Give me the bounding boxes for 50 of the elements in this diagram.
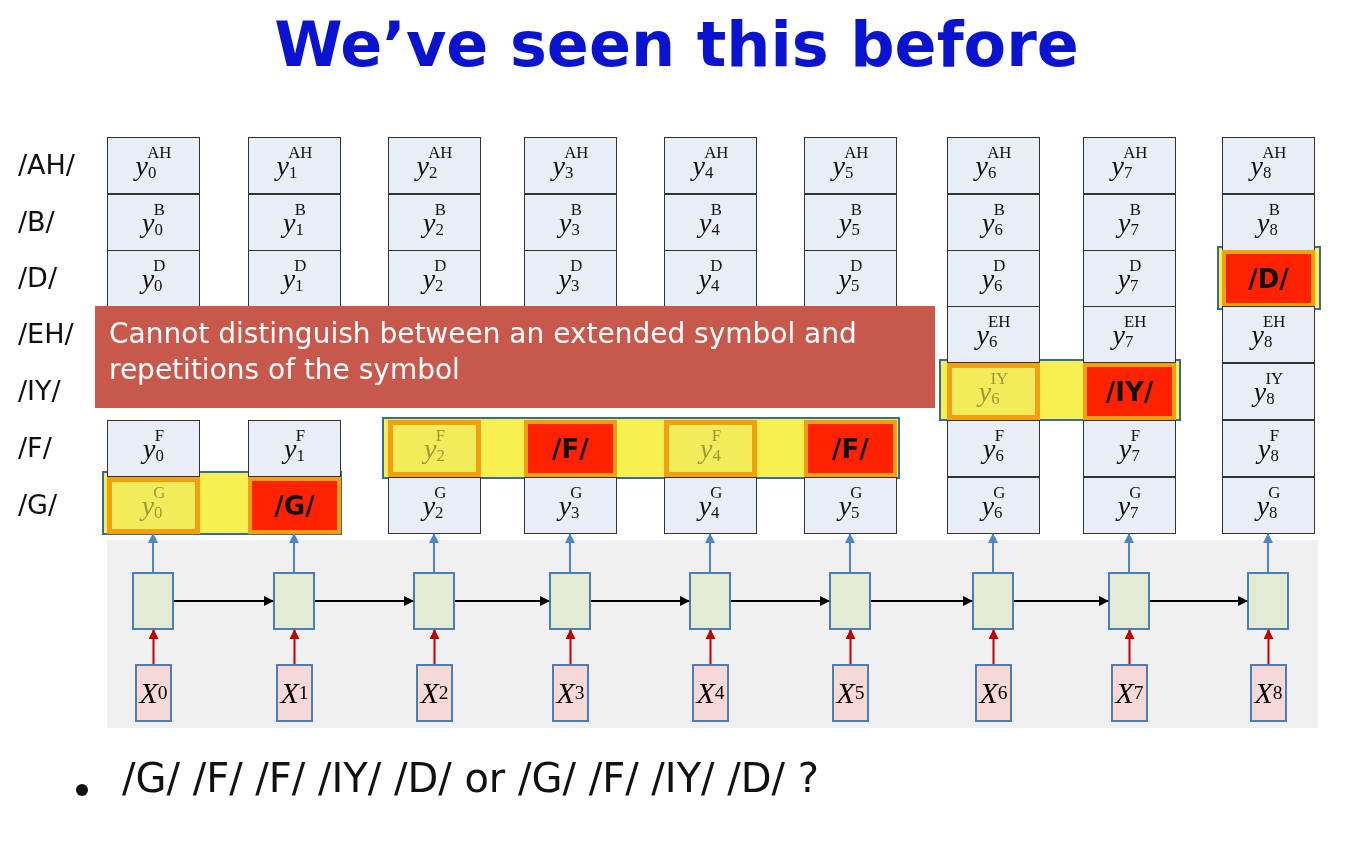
row-label: /IY/ bbox=[18, 375, 61, 406]
arrow bbox=[148, 629, 159, 665]
arrow bbox=[1124, 629, 1135, 665]
arrow bbox=[988, 629, 999, 665]
selected-symbol-cell: /F/ bbox=[804, 420, 897, 477]
bullet-text: /G/ /F/ /F/ /IY/ /D/ or /G/ /F/ /IY/ /D/ ? bbox=[122, 755, 819, 801]
arrow bbox=[1263, 533, 1273, 573]
arrow bbox=[988, 533, 998, 573]
selected-symbol-cell: /F/ bbox=[524, 420, 617, 477]
arrow bbox=[565, 629, 576, 665]
hidden-state-box bbox=[689, 572, 731, 630]
slide-title: We’ve seen this before bbox=[273, 8, 1080, 83]
row-label: /G/ bbox=[18, 489, 58, 520]
arrow bbox=[429, 629, 440, 665]
arrow bbox=[429, 533, 439, 573]
row-label: /D/ bbox=[18, 262, 57, 293]
arrow bbox=[705, 629, 716, 665]
row-label: /B/ bbox=[18, 206, 55, 237]
hidden-state-box bbox=[273, 572, 315, 630]
arrow bbox=[870, 596, 973, 606]
selected-symbol-cell: /D/ bbox=[1222, 250, 1315, 307]
hidden-state-box bbox=[972, 572, 1014, 630]
arrow bbox=[590, 596, 690, 606]
arrow bbox=[1013, 596, 1109, 606]
arrow bbox=[314, 596, 414, 606]
selected-symbol-cell: /G/ bbox=[248, 477, 341, 534]
arrow bbox=[730, 596, 830, 606]
arrow bbox=[1124, 533, 1134, 573]
arrow bbox=[173, 596, 274, 606]
callout-banner: Cannot distinguish between an extended symbol and repetitions of the symbol bbox=[95, 306, 935, 408]
row-label: /F/ bbox=[18, 432, 52, 463]
arrow bbox=[454, 596, 550, 606]
arrow bbox=[289, 629, 300, 665]
arrow bbox=[148, 533, 158, 573]
hidden-state-box bbox=[549, 572, 591, 630]
arrow bbox=[565, 533, 575, 573]
selected-symbol-cell: /IY/ bbox=[1083, 363, 1176, 420]
hidden-state-box bbox=[132, 572, 174, 630]
row-label: /AH/ bbox=[18, 149, 75, 180]
arrow bbox=[1263, 629, 1274, 665]
hidden-state-box bbox=[829, 572, 871, 630]
arrow bbox=[1149, 596, 1248, 606]
arrow bbox=[289, 533, 299, 573]
row-label: /EH/ bbox=[18, 318, 74, 349]
arrow bbox=[705, 533, 715, 573]
hidden-state-box bbox=[413, 572, 455, 630]
arrow bbox=[845, 629, 856, 665]
hidden-state-box bbox=[1247, 572, 1289, 630]
hidden-state-box bbox=[1108, 572, 1150, 630]
arrow bbox=[845, 533, 855, 573]
